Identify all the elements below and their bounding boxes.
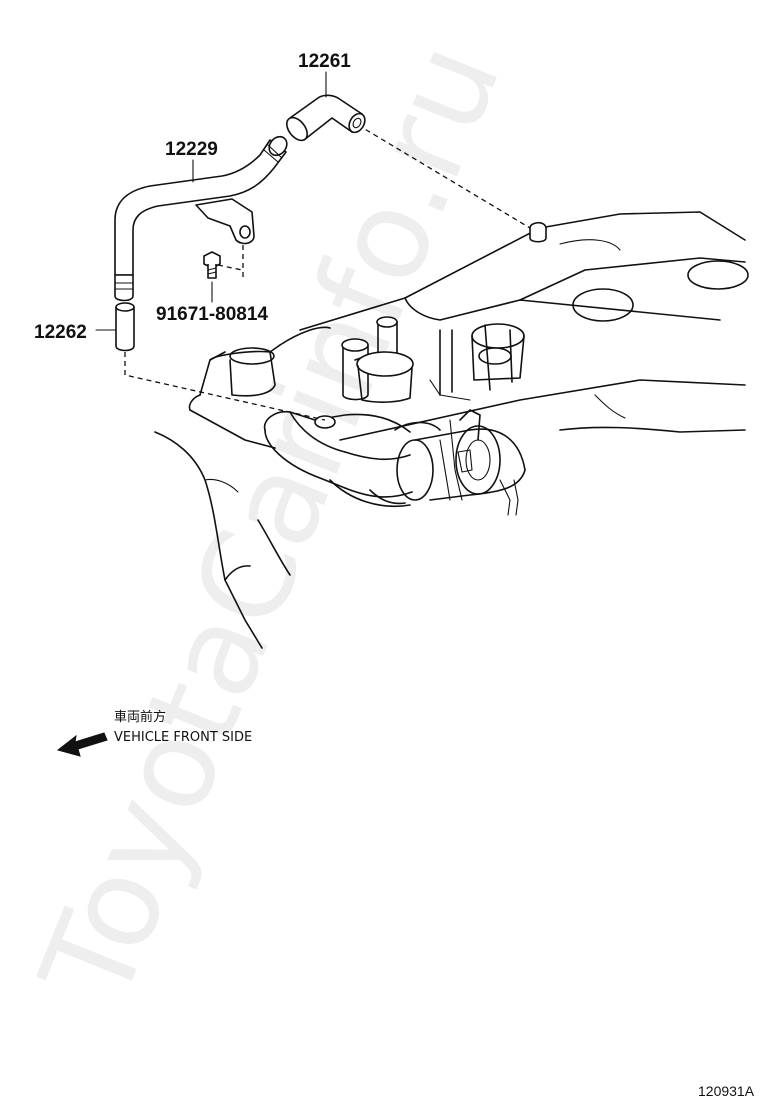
pipe-12229[interactable]	[114, 133, 290, 302]
label-leaders	[95, 71, 327, 331]
label-12229: 12229	[165, 139, 218, 160]
label-12262: 12262	[34, 322, 87, 343]
watermark: ToyotaCarinfo.ru	[14, 24, 529, 1022]
bolt-91671-80814[interactable]	[203, 251, 221, 279]
label-12261: 12261	[298, 51, 351, 72]
hose-12261[interactable]	[283, 94, 368, 144]
front-arrow-icon	[56, 732, 108, 757]
figure-id: 120931A	[698, 1083, 755, 1099]
leader-lines	[124, 124, 531, 421]
front-note-english: VEHICLE FRONT SIDE	[114, 730, 252, 745]
front-note-japanese: 車両前方	[114, 709, 166, 725]
hose-12262[interactable]	[115, 302, 135, 352]
engine-illustration	[154, 211, 749, 649]
vehicle-front-indicator: 車両前方 VEHICLE FRONT SIDE	[56, 709, 252, 757]
label-91671-80814: 91671-80814	[156, 304, 268, 325]
